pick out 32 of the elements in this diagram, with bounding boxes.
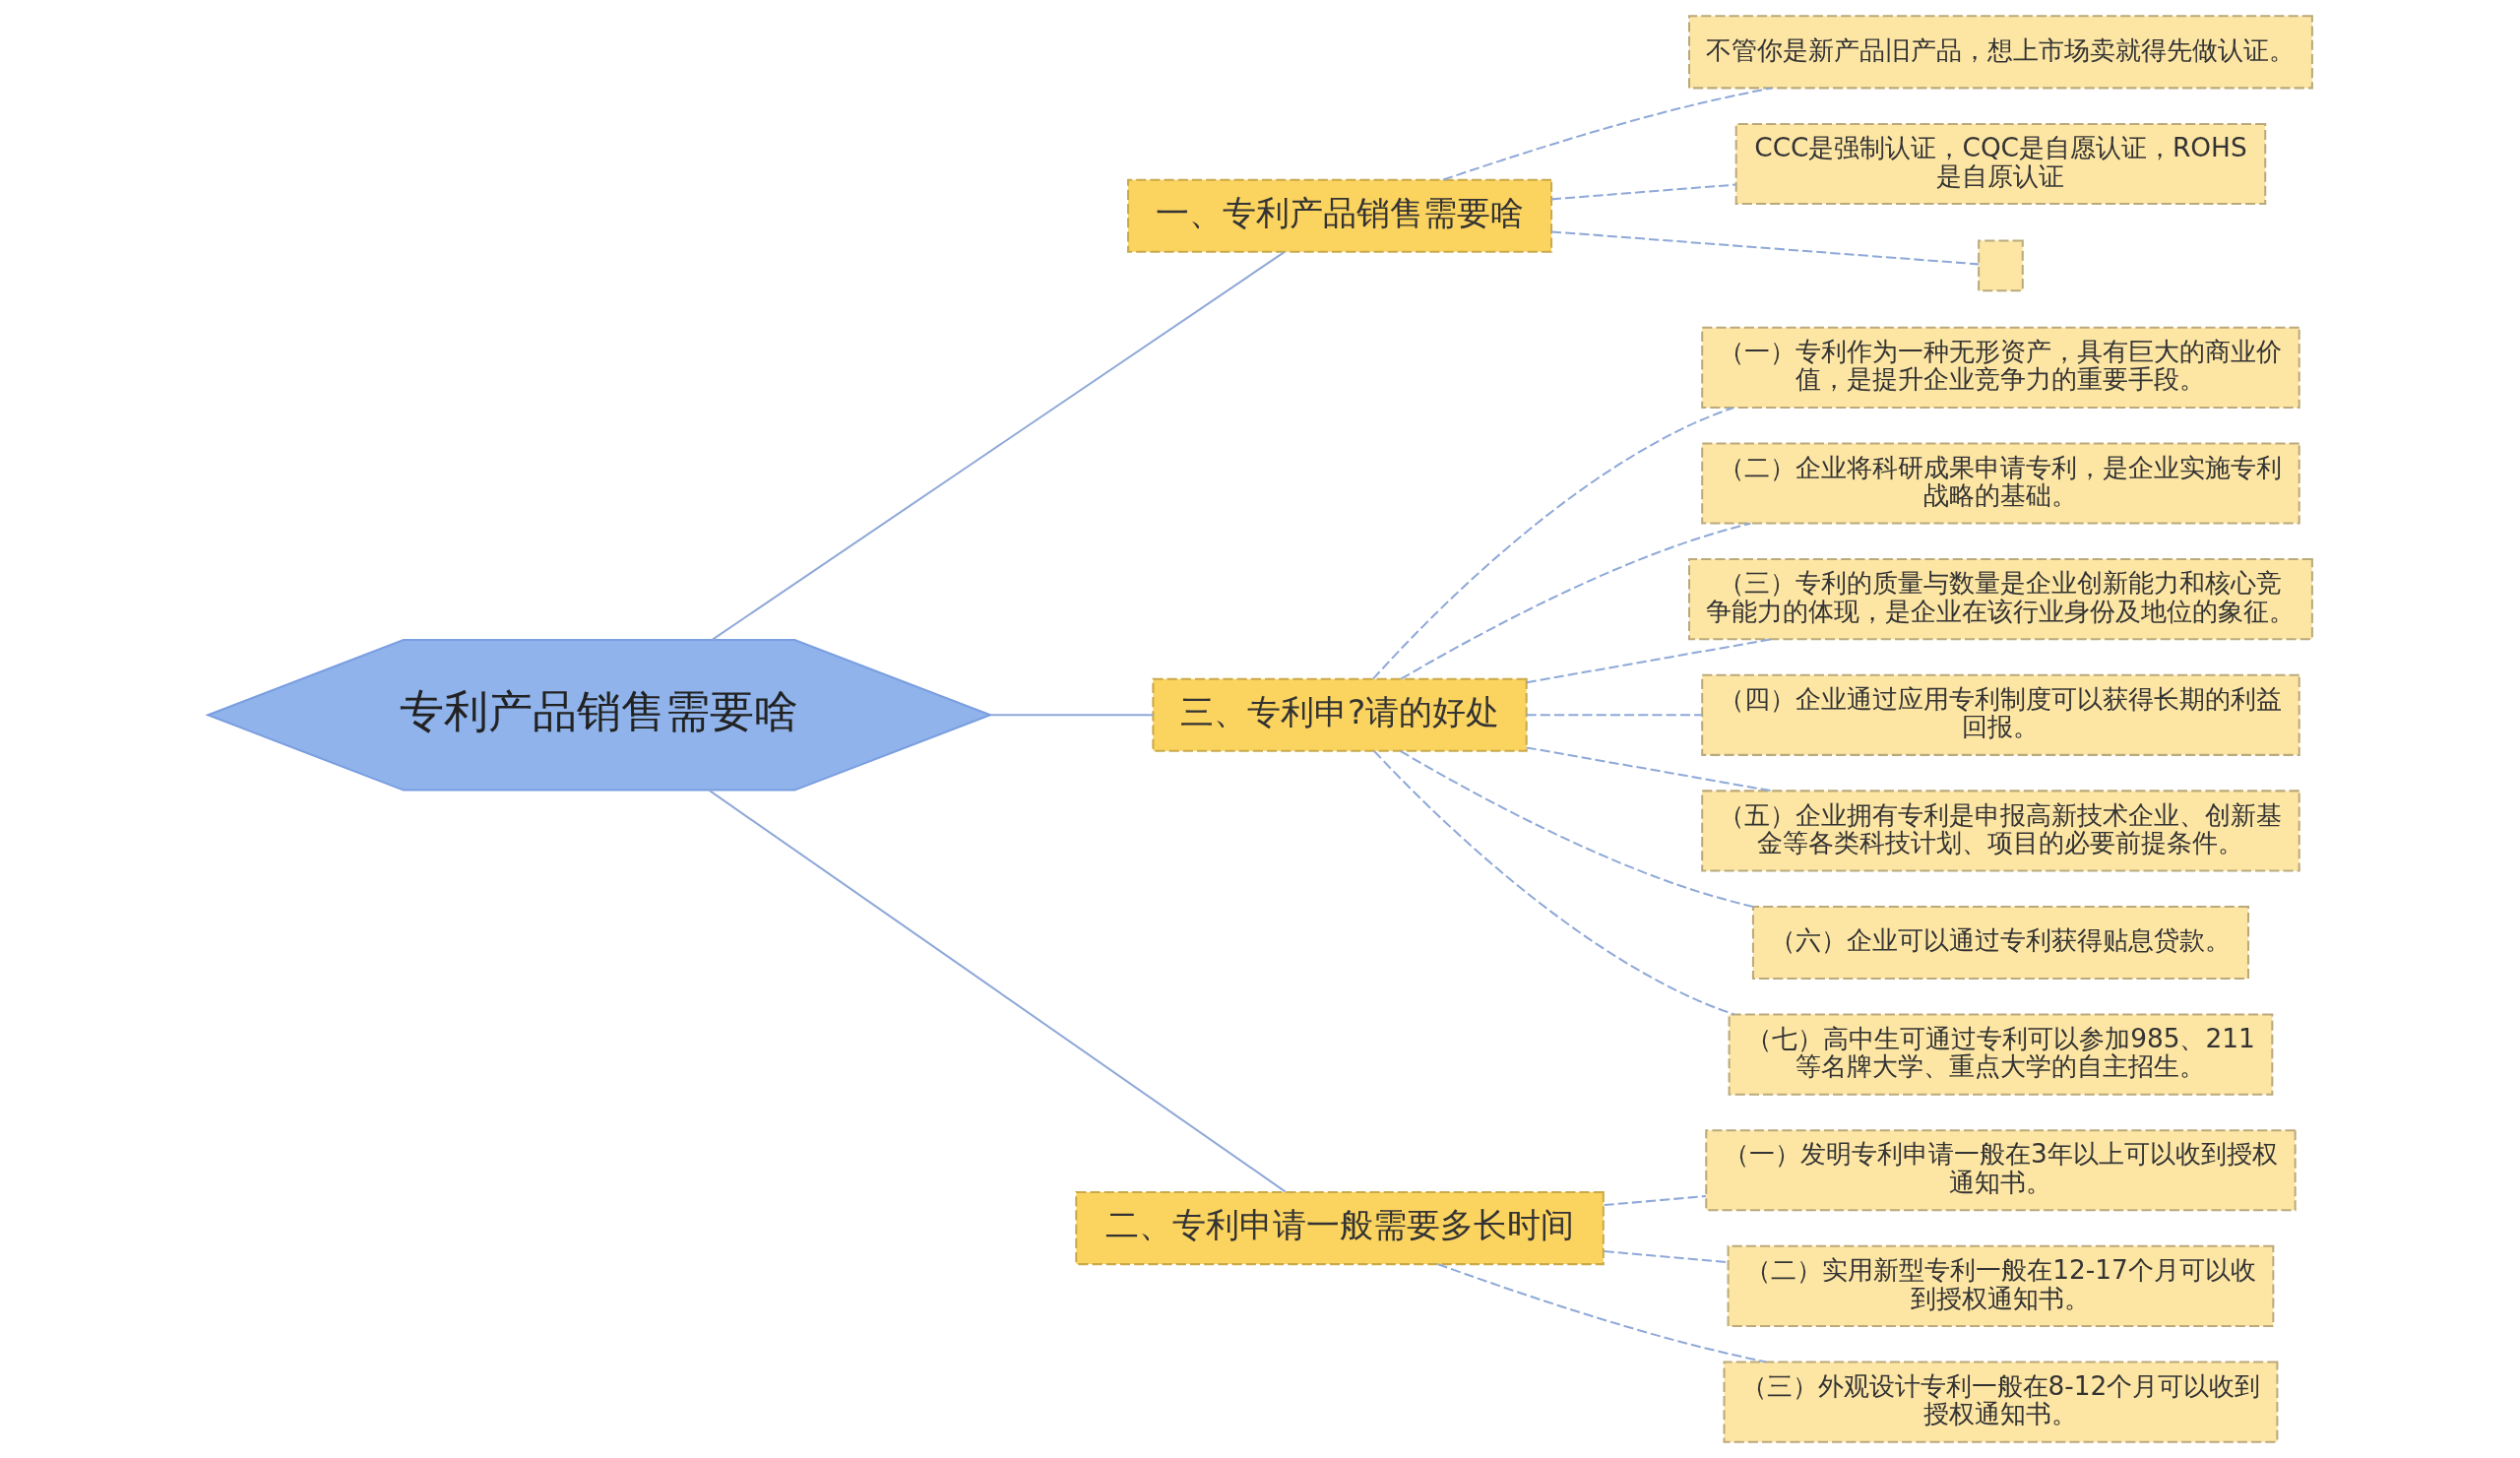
node-box: （六）企业可以通过专利获得贴息贷款。 [1751, 906, 2249, 981]
node-box: 二、专利申请一般需要多长时间 [1075, 1191, 1605, 1266]
node-box: （三）外观设计专利一般在8-12个月可以收到授权通知书。 [1723, 1361, 2279, 1443]
node-box: （二）企业将科研成果申请专利，是企业实施专利战略的基础。 [1701, 442, 2300, 525]
node-box [1978, 239, 2024, 292]
connector [1373, 750, 1734, 1016]
connector [1437, 1263, 1766, 1363]
connector [1551, 183, 1736, 201]
node-box: （一）专利作为一种无形资产，具有巨大的商业价值，是提升企业竞争力的重要手段。 [1701, 326, 2300, 409]
node-box: （二）实用新型专利一般在12-17个月可以收到授权通知书。 [1727, 1244, 2275, 1327]
connector [1604, 1195, 1707, 1207]
connector [711, 251, 1286, 641]
connector [990, 714, 1154, 717]
connector [1604, 1250, 1729, 1264]
connector [1526, 638, 1773, 684]
node-box: 不管你是新产品旧产品，想上市场卖就得先做认证。 [1688, 15, 2313, 90]
node-box: 三、专利申?请的好处 [1152, 677, 1528, 752]
node-box: （五）企业拥有专利是申报高新技术企业、创新基金等各类科技计划、项目的必要前提条件。 [1701, 790, 2300, 872]
connector [1526, 746, 1773, 792]
connector [708, 789, 1287, 1193]
connector [1400, 522, 1751, 680]
connector [1372, 407, 1734, 680]
connector [1400, 749, 1753, 908]
connector [1551, 230, 1980, 266]
connector [1442, 87, 1772, 181]
node-box: （三）专利的质量与数量是企业创新能力和核心竞争能力的体现，是企业在该行业身份及地位的象征。 [1688, 558, 2313, 641]
node-box: 一、专利产品销售需要啥 [1127, 178, 1553, 253]
connector [1526, 714, 1702, 717]
node-box: （一）发明专利申请一般在3年以上可以收到授权通知书。 [1705, 1129, 2297, 1212]
node-box: CCC是强制认证，CQC是自愿认证，ROHS是自原认证 [1734, 122, 2267, 206]
node-box: （四）企业通过应用专利制度可以获得长期的利益回报。 [1701, 673, 2300, 756]
node-box: （七）高中生可通过专利可以参加985、211等名牌大学、重点大学的自主招生。 [1728, 1013, 2274, 1096]
